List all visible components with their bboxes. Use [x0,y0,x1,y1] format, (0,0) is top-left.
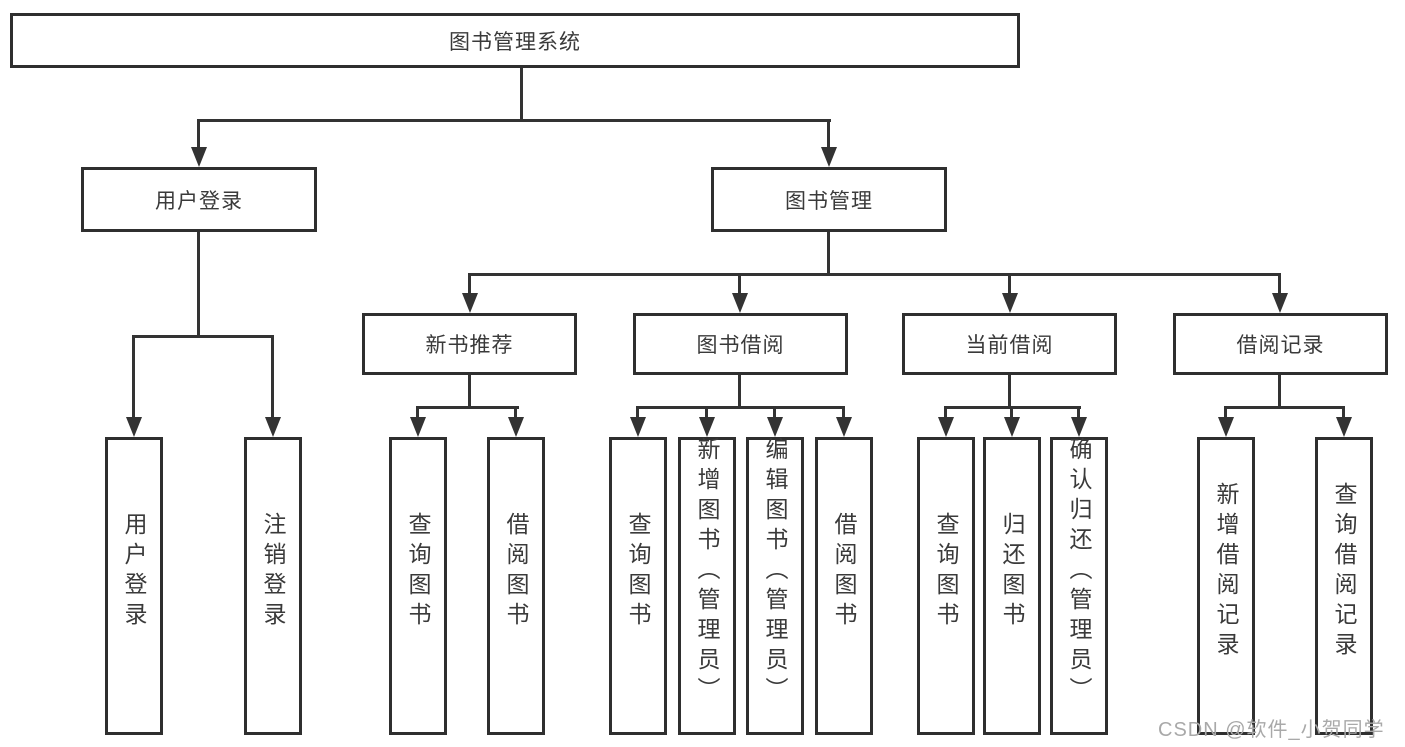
leaf-user-login-label: 用户登录 [121,512,147,632]
leaf-query-books-1: 查询图书 [389,437,447,735]
connector-drop-leaf [705,406,708,417]
connector-drop-level3 [738,273,741,293]
connector-book-management-hline [468,273,1281,276]
connector-drop-leaf [271,335,274,417]
leaf-confirm-return-admin-label: 确认归还（管理员） [1066,437,1092,707]
arrow-down-icon [1336,417,1352,437]
connector-user-login-stem [197,232,200,335]
arrow-down-icon [410,417,426,437]
arrow-down-icon [767,417,783,437]
node-root-label: 图书管理系统 [449,30,581,54]
arrow-down-icon [1071,417,1087,437]
leaf-logout-login-label: 注销登录 [260,512,286,632]
leaf-query-books-1-label: 查询图书 [405,512,431,632]
connector-drop-user-login [197,119,200,147]
connector-drop-level3 [1278,273,1281,293]
node-borrowing-records-label: 借阅记录 [1236,334,1325,357]
node-book-management: 图书管理 [711,167,947,232]
arrow-down-icon [1272,293,1288,313]
node-user-login: 用户登录 [81,167,317,232]
connector-drop-leaf [132,335,135,417]
arrow-down-icon [821,147,837,167]
leaf-return-books: 归还图书 [983,437,1041,735]
node-borrowing-records: 借阅记录 [1173,313,1388,375]
connector-drop-leaf [1010,406,1013,417]
leaf-add-borrow-record-label: 新增借阅记录 [1213,482,1239,662]
watermark-text: CSDN @软件_小贺同学 [1158,719,1385,741]
connector-drop-leaf [944,406,947,417]
connector-borrow-record-stem [1278,375,1281,406]
arrow-down-icon [508,417,524,437]
connector-drop-leaf [416,406,419,417]
connector-drop-book-management [827,119,830,147]
node-book-borrowing-label: 图书借阅 [696,334,785,357]
node-current-borrowing: 当前借阅 [902,313,1117,375]
connector-drop-level3 [1008,273,1011,293]
leaf-add-books-admin: 新增图书（管理员） [678,437,736,735]
node-book-borrowing: 图书借阅 [633,313,848,375]
node-user-login-label: 用户登录 [155,189,243,213]
leaf-logout-login: 注销登录 [244,437,302,735]
leaf-add-borrow-record: 新增借阅记录 [1197,437,1255,735]
node-root: 图书管理系统 [10,13,1020,68]
arrow-down-icon [1002,293,1018,313]
leaf-borrow-books-2: 借阅图书 [815,437,873,735]
arrow-down-icon [938,417,954,437]
connector-user-login-hline [132,335,274,338]
leaf-query-books-3-label: 查询图书 [933,512,959,632]
arrow-down-icon [191,147,207,167]
connector-drop-leaf [636,406,639,417]
arrow-down-icon [265,417,281,437]
leaf-return-books-label: 归还图书 [999,512,1025,632]
connector-new-book-hline [416,406,519,409]
arrow-down-icon [699,417,715,437]
leaf-query-books-2-label: 查询图书 [625,512,651,632]
arrow-down-icon [732,293,748,313]
connector-book-management-stem [827,232,830,273]
connector-drop-leaf [514,406,517,417]
leaf-borrow-books-2-label: 借阅图书 [831,512,857,632]
leaf-query-borrow-record: 查询借阅记录 [1315,437,1373,735]
connector-new-book-stem [468,375,471,406]
leaf-edit-books-admin-label: 编辑图书（管理员） [762,437,788,707]
arrow-down-icon [1218,417,1234,437]
connector-current-borrow-stem [1008,375,1011,406]
leaf-query-books-2: 查询图书 [609,437,667,735]
connector-book-borrow-hline [636,406,845,409]
leaf-query-borrow-record-label: 查询借阅记录 [1331,482,1357,662]
connector-book-borrow-stem [738,375,741,406]
arrow-down-icon [630,417,646,437]
arrow-down-icon [462,293,478,313]
connector-drop-leaf [842,406,845,417]
arrow-down-icon [836,417,852,437]
connector-drop-leaf [1342,406,1345,417]
connector-root-stem [520,68,523,120]
connector-borrow-record-hline [1224,406,1345,409]
leaf-query-books-3: 查询图书 [917,437,975,735]
arrow-down-icon [1004,417,1020,437]
node-new-book-recommend-label: 新书推荐 [425,334,514,357]
connector-drop-level3 [468,273,471,293]
arrow-down-icon [126,417,142,437]
leaf-edit-books-admin: 编辑图书（管理员） [746,437,804,735]
node-new-book-recommend: 新书推荐 [362,313,577,375]
connector-drop-leaf [1224,406,1227,417]
leaf-confirm-return-admin: 确认归还（管理员） [1050,437,1108,735]
leaf-borrow-books-1-label: 借阅图书 [503,512,529,632]
node-book-management-label: 图书管理 [785,189,873,213]
connector-root-hline [197,119,831,122]
node-current-borrowing-label: 当前借阅 [965,334,1054,357]
leaf-borrow-books-1: 借阅图书 [487,437,545,735]
leaf-add-books-admin-label: 新增图书（管理员） [694,437,720,707]
connector-drop-leaf [773,406,776,417]
leaf-user-login: 用户登录 [105,437,163,735]
connector-drop-leaf [1077,406,1080,417]
